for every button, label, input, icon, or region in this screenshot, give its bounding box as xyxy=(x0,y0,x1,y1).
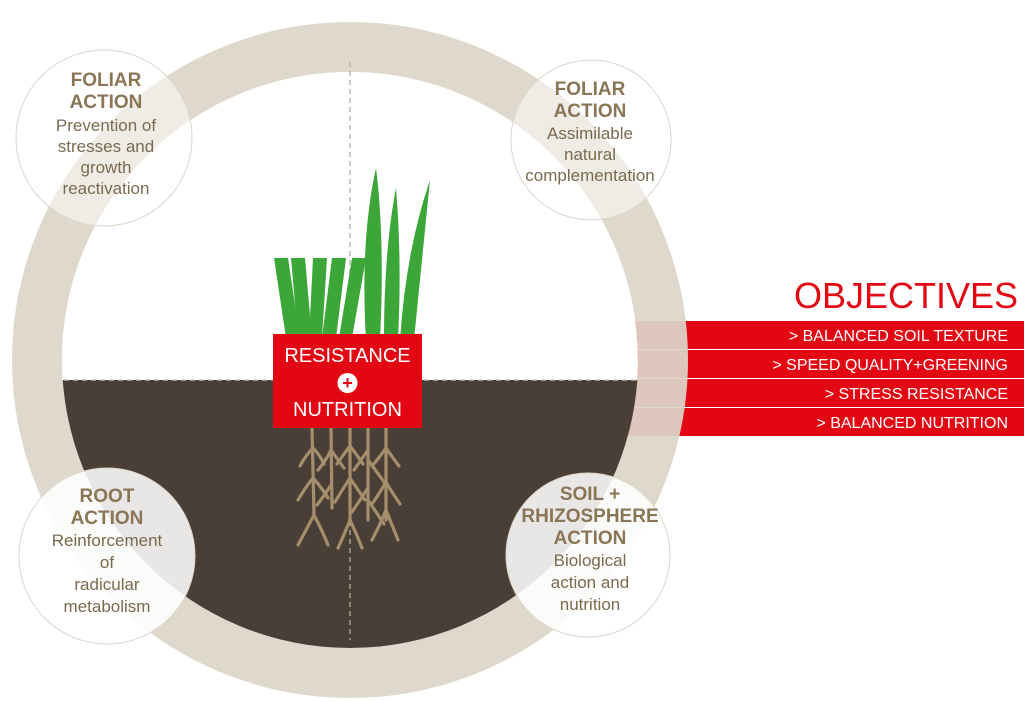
bubble-desc: Prevention of xyxy=(56,116,156,135)
bubble-bottom-left xyxy=(18,467,196,645)
bubble-desc: natural xyxy=(564,145,616,164)
objectives-title: OBJECTIVES xyxy=(794,275,1018,316)
bubble-title: FOLIAR xyxy=(555,79,626,100)
bubble-desc: growth xyxy=(80,158,131,177)
center-line-2: NUTRITION xyxy=(293,399,402,421)
bubble-desc: reactivation xyxy=(63,179,150,198)
bubble-top-left xyxy=(15,49,193,227)
bubble-bottom-left-text: ROOT ACTION Reinforcement of radicular m… xyxy=(52,486,163,616)
bubble-title: ACTION xyxy=(554,101,627,122)
bubble-title: FOLIAR xyxy=(71,70,142,91)
bubble-desc: Assimilable xyxy=(547,124,633,143)
bubble-title: ACTION xyxy=(70,92,143,113)
bubble-title: ACTION xyxy=(554,528,627,549)
objective-item-3: > STRESS RESISTANCE xyxy=(825,386,1008,403)
bubble-title: SOIL + xyxy=(560,484,620,505)
bubble-desc: of xyxy=(100,553,114,572)
objective-item-1: > BALANCED SOIL TEXTURE xyxy=(789,328,1008,345)
bubble-top-right-text: FOLIAR ACTION Assimilable natural comple… xyxy=(525,79,654,185)
objective-item-4: > BALANCED NUTRITION xyxy=(816,415,1008,432)
bubble-desc: Biological xyxy=(554,551,627,570)
objective-item-2: > SPEED QUALITY+GREENING xyxy=(772,357,1008,374)
bubble-desc: complementation xyxy=(525,166,654,185)
bubble-bottom-right-text: SOIL + RHIZOSPHERE ACTION Biological act… xyxy=(521,484,658,614)
outer-ring xyxy=(12,22,688,698)
bubble-desc: stresses and xyxy=(58,137,154,156)
center-line-1: RESISTANCE xyxy=(284,345,410,367)
grass-icon xyxy=(274,168,430,340)
bubble-title: ACTION xyxy=(71,508,144,529)
bubble-desc: Reinforcement xyxy=(52,531,163,550)
bubble-top-left-text: FOLIAR ACTION Prevention of stresses and… xyxy=(56,70,156,198)
roots-icon xyxy=(296,426,402,550)
bubble-desc: nutrition xyxy=(560,595,620,614)
bubble-title: ROOT xyxy=(80,486,135,507)
bubble-top-right xyxy=(510,59,672,221)
center-plus: + xyxy=(342,373,353,393)
bubble-desc: radicular xyxy=(74,575,140,594)
plus-badge xyxy=(337,373,358,393)
bubble-desc: metabolism xyxy=(64,597,151,616)
bubble-desc: action and xyxy=(551,573,629,592)
bubble-bottom-right xyxy=(505,472,671,638)
bubble-title: RHIZOSPHERE xyxy=(521,506,658,527)
